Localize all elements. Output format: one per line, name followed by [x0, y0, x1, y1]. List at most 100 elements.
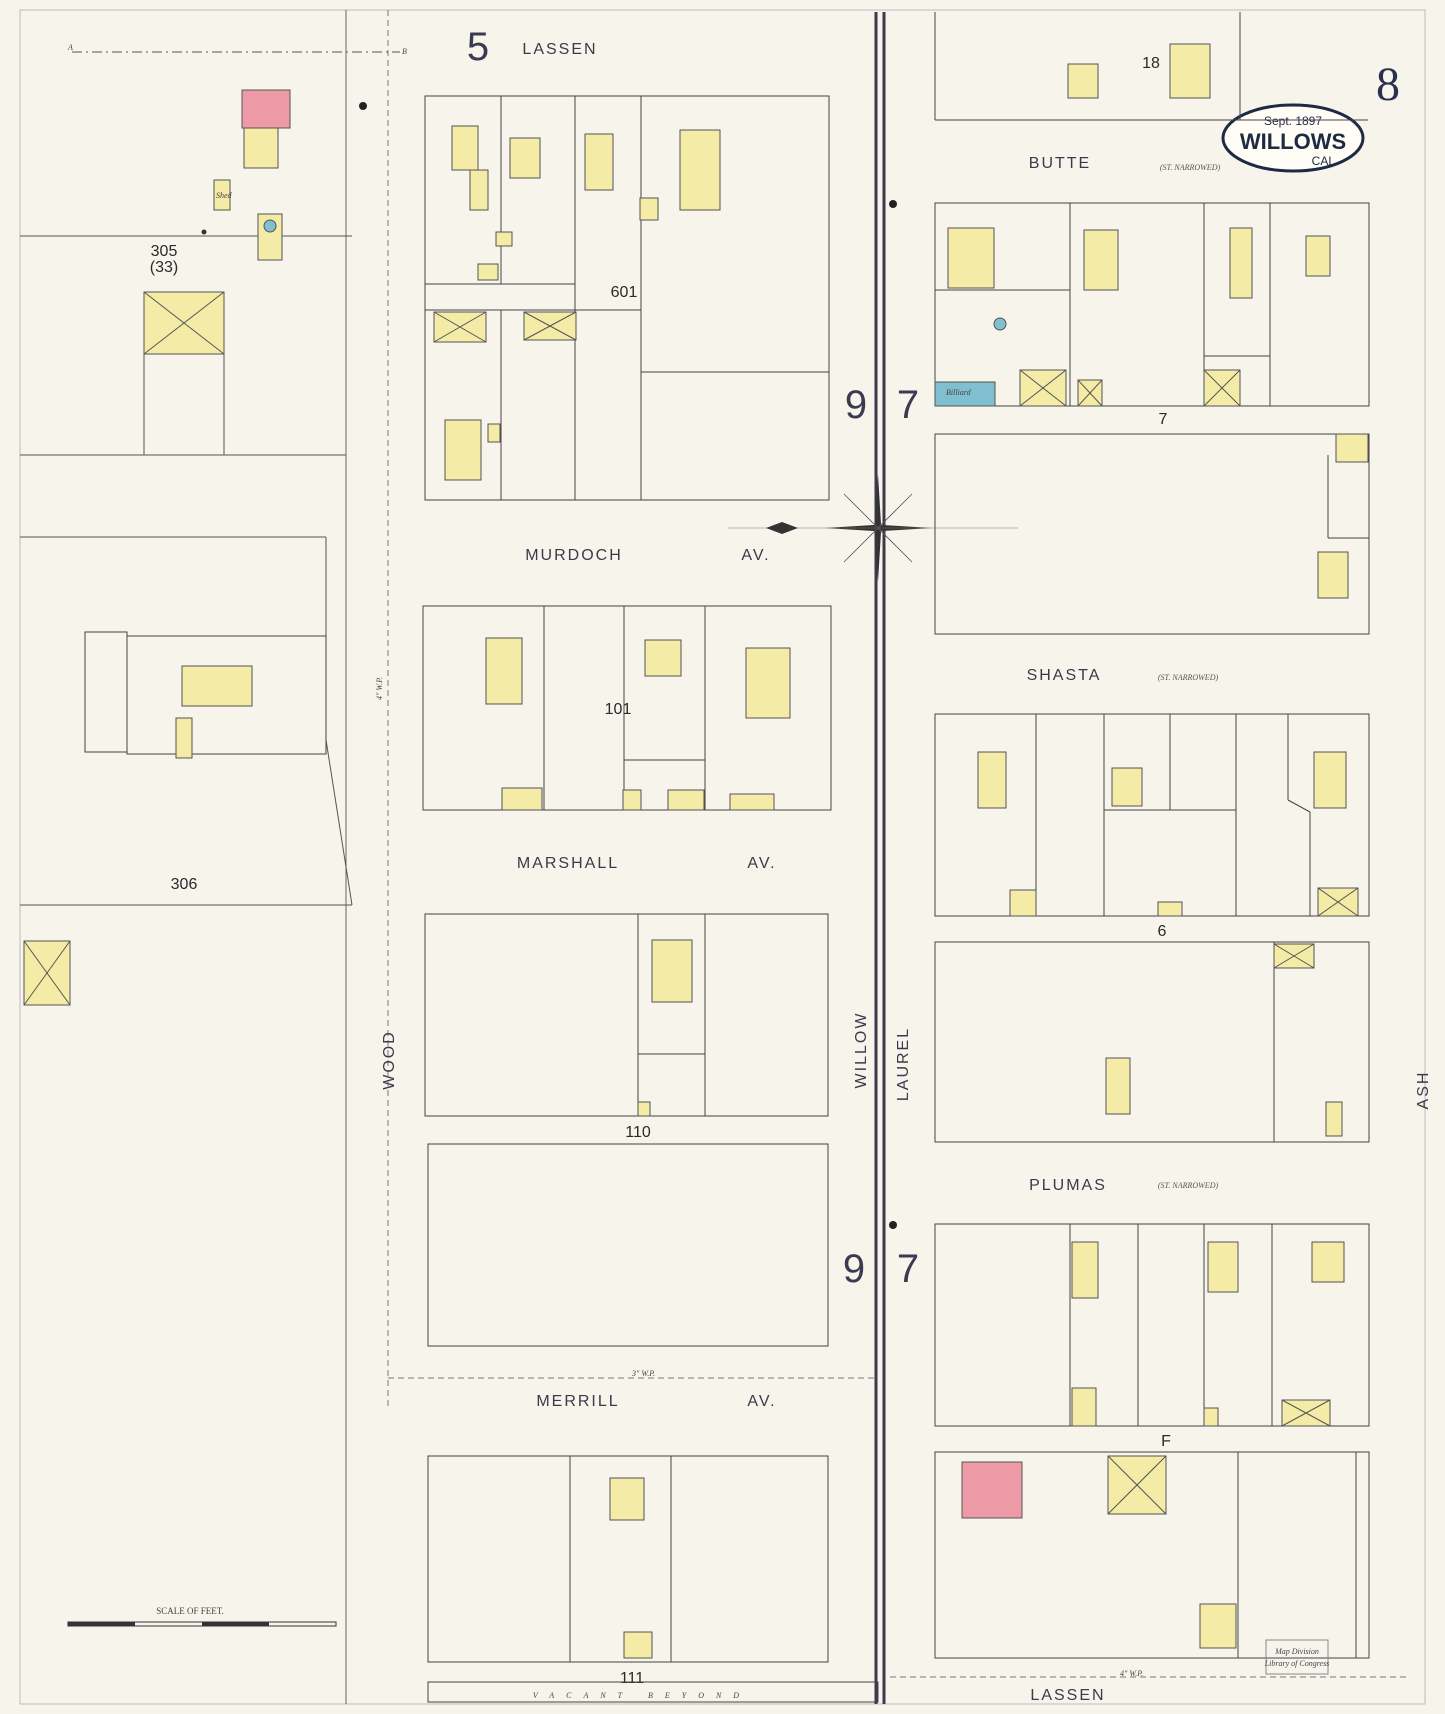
block-111: 111 VACANT BEYOND [427, 1455, 879, 1703]
line-b-label: B [402, 47, 407, 56]
street-f: F [1161, 1433, 1171, 1450]
hydrant-icon [359, 102, 367, 110]
dwelling [451, 125, 479, 171]
water-pipe-label-bottom: 4" W.P. [1120, 1669, 1143, 1678]
title-oval [1221, 103, 1365, 173]
dwelling [444, 419, 482, 481]
block-shasta [934, 713, 1370, 917]
title-city: WILLOWS [1240, 129, 1346, 154]
dwelling [977, 751, 1007, 809]
outbuilding [1157, 901, 1183, 917]
outbuilding [1071, 1387, 1097, 1427]
block-18: 18 [934, 12, 1368, 121]
library-stamp: Map Division Library of Congress [1264, 1639, 1330, 1675]
street-butte: BUTTE [1029, 155, 1091, 172]
shed [213, 179, 231, 211]
billiard-label: Billiard [946, 388, 972, 397]
dwelling [485, 637, 523, 705]
billiard-hall [934, 381, 996, 407]
shed [729, 793, 775, 811]
dwelling [947, 227, 995, 289]
title-state: CAL. [1312, 154, 1339, 168]
block-305-number: 305 [151, 243, 178, 260]
stamp-line2: Library of Congress [1264, 1659, 1330, 1668]
street-marshall: MARSHALL [517, 855, 619, 872]
street-laurel: LAUREL [895, 1027, 912, 1101]
block-306-number: 306 [171, 876, 198, 893]
block-601-number: 601 [611, 284, 638, 301]
street-marshall-av: AV. [747, 855, 776, 872]
street-murdoch: MURDOCH [525, 547, 623, 564]
street-seven: 7 [1159, 411, 1168, 428]
shed [639, 197, 659, 221]
block-306: 306 [20, 536, 353, 1006]
brick-building [961, 1461, 1023, 1519]
outbuilding [623, 1631, 653, 1659]
outbuilding [501, 787, 543, 811]
outbuilding [1009, 889, 1037, 917]
scale-label: SCALE OF FEET. [156, 1606, 224, 1616]
block-f [934, 1451, 1370, 1659]
shed [477, 263, 499, 281]
street-willow: WILLOW [853, 1012, 870, 1089]
water-pipe-label: 4" W.P. [375, 677, 384, 700]
dwelling [1229, 227, 1253, 299]
map-frame [19, 9, 1426, 1705]
dwelling [1313, 751, 1347, 809]
block-seven [934, 433, 1370, 635]
street-murdoch-av: AV. [741, 547, 770, 564]
lot-outline [126, 635, 327, 755]
dwelling [1067, 63, 1099, 99]
street-butte-narrowed: (ST. NARROWED) [1160, 163, 1221, 172]
block-101: 101 [422, 605, 832, 811]
street-plumas-narrowed: (ST. NARROWED) [1158, 1181, 1219, 1190]
street-shasta-narrowed: (ST. NARROWED) [1158, 673, 1219, 682]
numeral-nine-bottom: 9 [843, 1247, 865, 1291]
outbuilding [622, 789, 642, 811]
numeral-seven-top: 7 [897, 383, 919, 427]
dwelling [1199, 1603, 1237, 1649]
line-a-label: A [67, 43, 73, 52]
sheet-number: 8 [1376, 58, 1400, 111]
numeral-nine-top: 9 [845, 383, 867, 427]
block-305-sub: (33) [150, 259, 178, 276]
block-six [934, 941, 1370, 1143]
dwelling [181, 665, 253, 707]
dwelling [1105, 1057, 1131, 1115]
title-cartouche: Sept. 1897 WILLOWS CAL. [1221, 103, 1365, 173]
scale-bar: SCALE OF FEET. [67, 1606, 337, 1627]
block-101-number: 101 [605, 701, 632, 718]
street-shasta: SHASTA [1027, 667, 1102, 684]
street-merrill: MERRILL [536, 1393, 619, 1410]
brick-building [241, 89, 291, 129]
water-tank-icon [263, 219, 277, 233]
dwelling [609, 1477, 645, 1521]
water-pipe-3-label: 3" W.P. [631, 1369, 655, 1378]
dwelling [1083, 229, 1119, 291]
street-merrill-av: AV. [747, 1393, 776, 1410]
vacant-strip [427, 1681, 879, 1703]
block-plumas [934, 1223, 1370, 1427]
block-111-number: 111 [620, 1670, 644, 1687]
street-six: 6 [1158, 923, 1167, 940]
dwelling [1111, 767, 1143, 807]
outbuilding [487, 423, 501, 443]
outbuilding [1335, 433, 1369, 463]
dwelling [1317, 551, 1349, 599]
vacant-beyond-label: VACANT BEYOND [533, 1691, 751, 1700]
dwelling [651, 939, 693, 1003]
title-date: Sept. 1897 [1264, 114, 1322, 128]
dwelling [679, 129, 721, 211]
compass-rose [728, 474, 1018, 582]
well-icon [201, 229, 207, 235]
dwelling [509, 137, 541, 179]
outbuilding [637, 1101, 651, 1117]
hydrant-icon [889, 200, 897, 208]
hydrant-icon [889, 1221, 897, 1229]
outbuilding [495, 231, 513, 247]
stamp-line1: Map Division [1274, 1647, 1319, 1656]
dwelling [175, 717, 193, 759]
street-ash: ASH [1415, 1071, 1432, 1110]
dwelling [1311, 1241, 1345, 1283]
